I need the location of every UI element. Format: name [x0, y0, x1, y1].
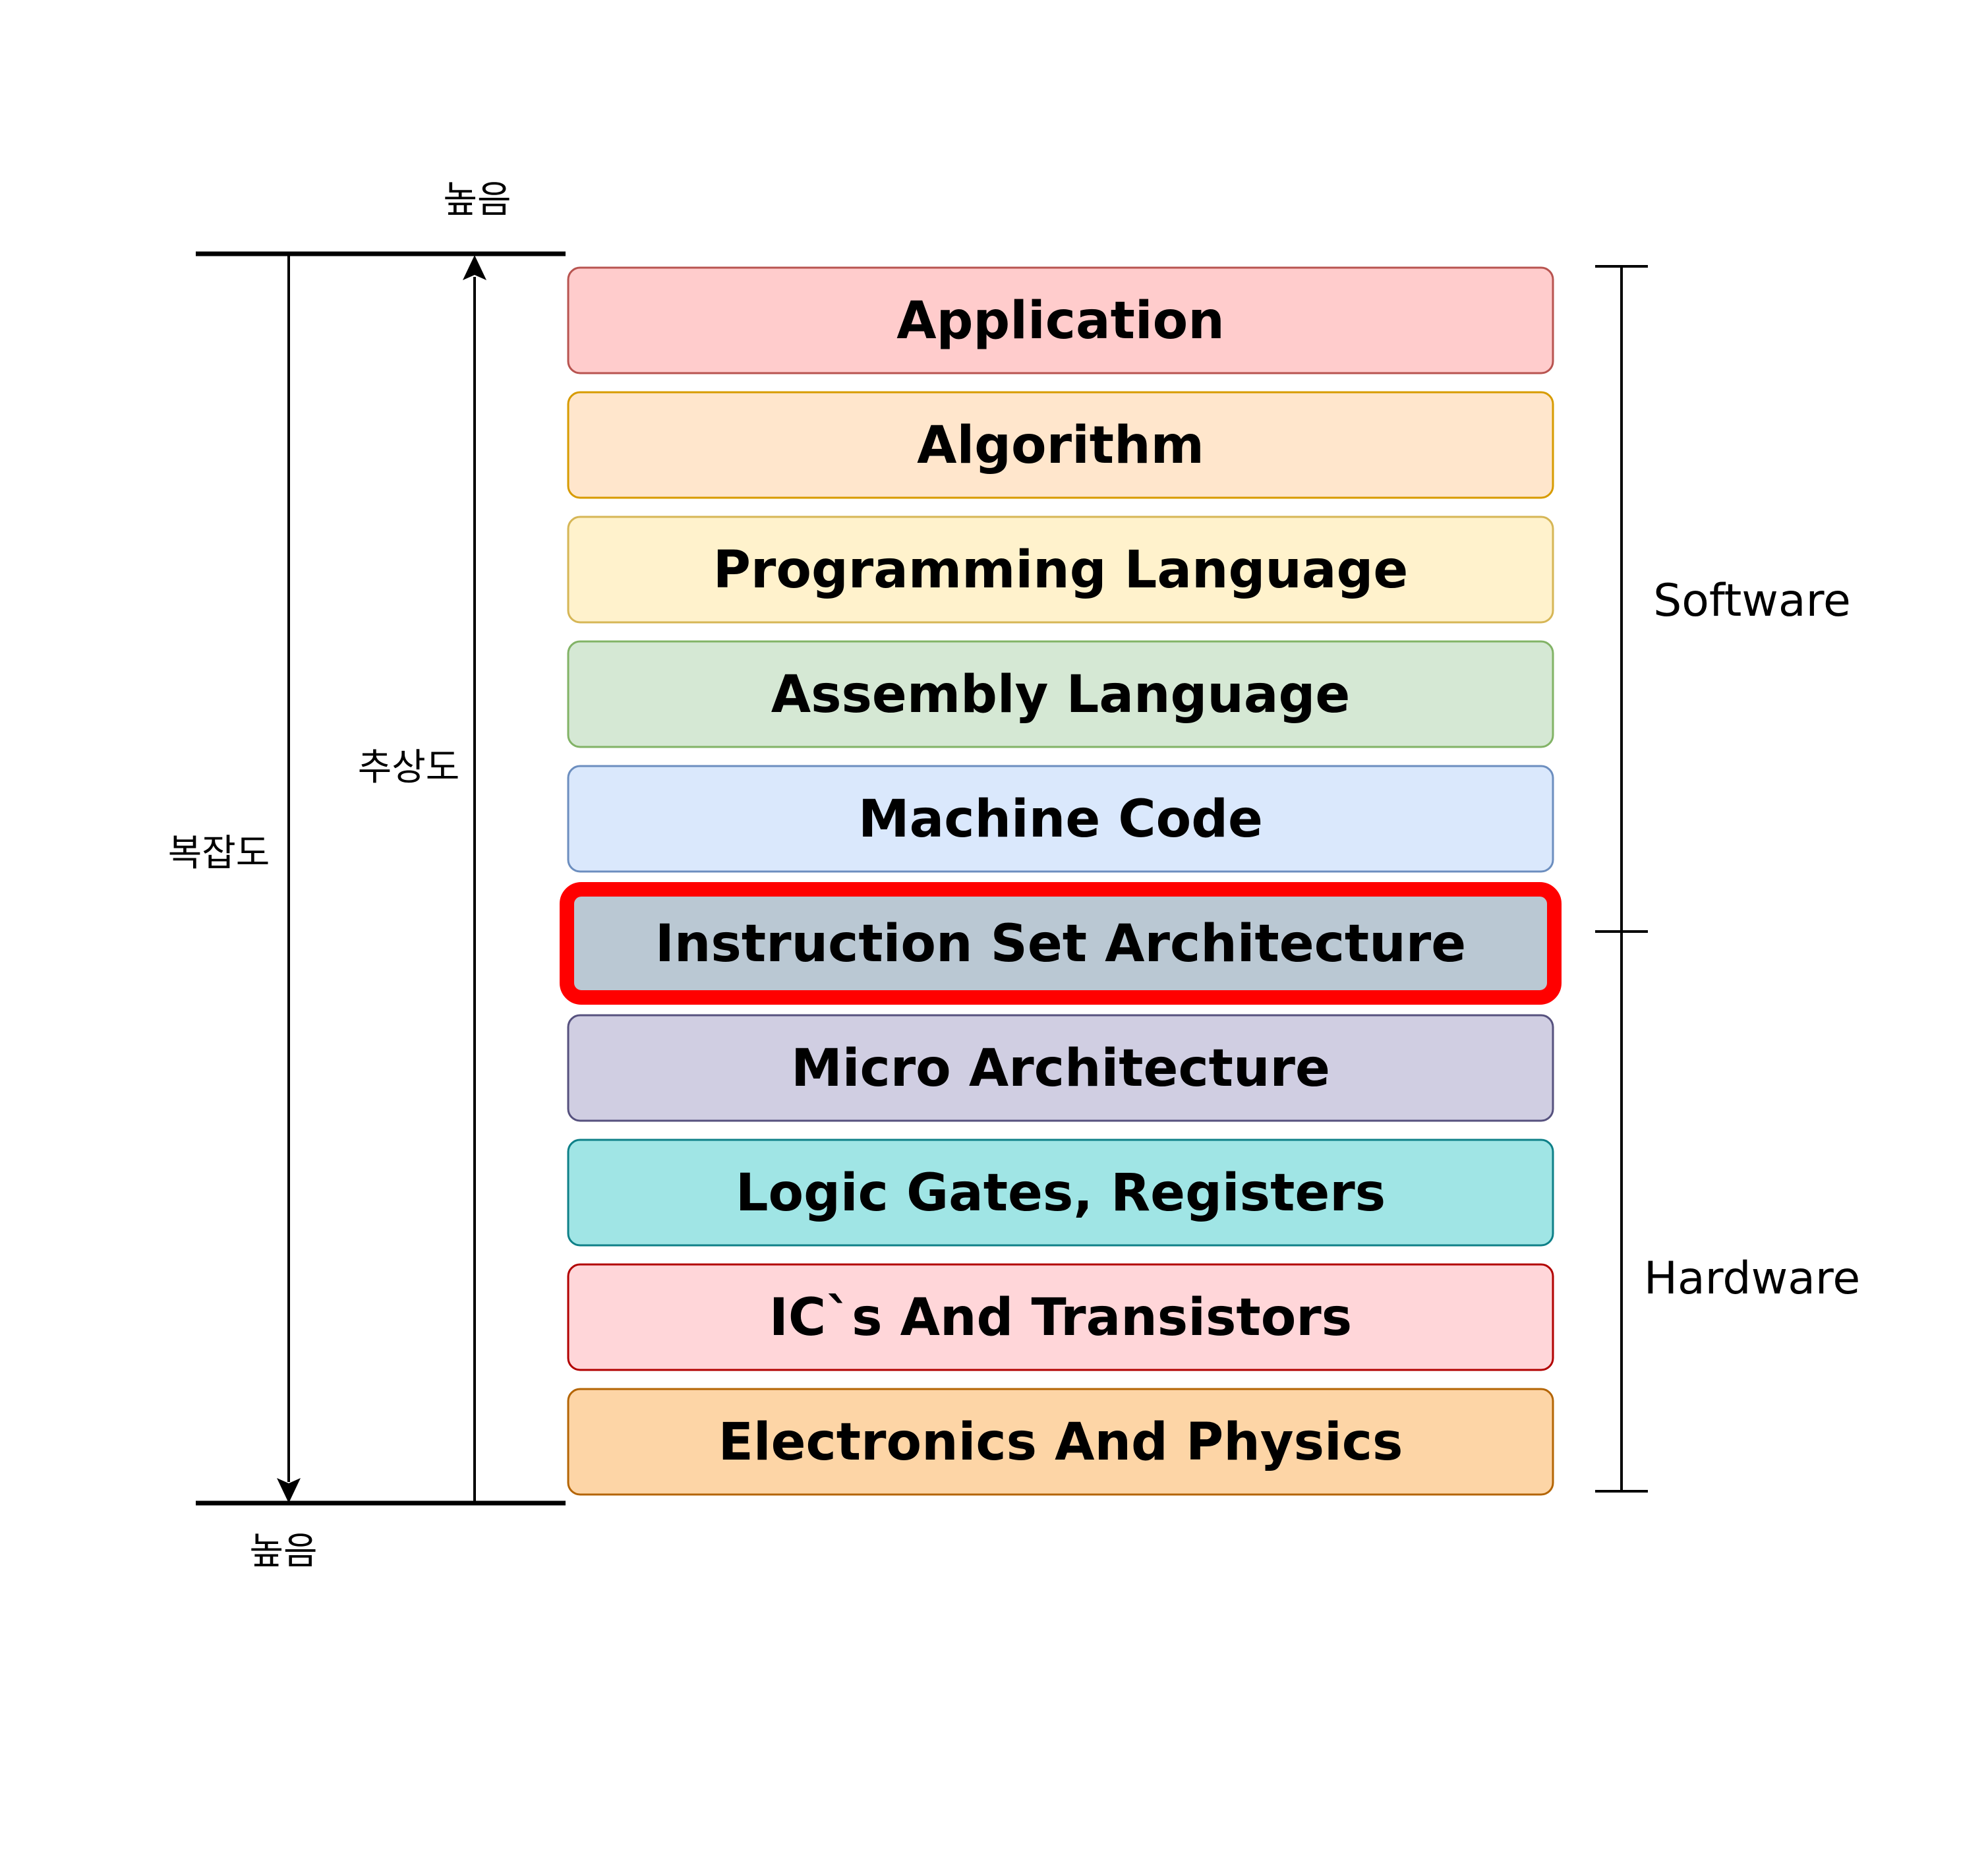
layer-label: Application: [896, 291, 1225, 351]
software-bracket: [1595, 265, 1648, 933]
layer-box: [567, 391, 1554, 499]
layer-label: Logic Gates, Registers: [736, 1164, 1386, 1223]
layer-box: [567, 765, 1554, 873]
layer-electronics-and-physics: Electronics And Physics: [567, 1388, 1554, 1496]
layer-label: Micro Architecture: [791, 1039, 1330, 1098]
layer-micro-architecture: Micro Architecture: [567, 1014, 1554, 1122]
layer-label: Machine Code: [858, 790, 1263, 849]
software-label: Software: [1653, 575, 1851, 627]
complexity-label: 복잡도: [168, 832, 270, 875]
top-high-label: 높음: [443, 179, 511, 222]
layer-instruction-set-architecture: Instruction Set Architecture: [560, 882, 1562, 1005]
layer-application: Application: [567, 266, 1554, 374]
layer-label: IC`s And Transistors: [769, 1288, 1352, 1348]
layer-ic-s-and-transistors: IC`s And Transistors: [567, 1263, 1554, 1371]
hardware-label: Hardware: [1644, 1253, 1860, 1305]
abstraction-label: 추상도: [358, 746, 460, 789]
layer-box: [567, 266, 1554, 374]
bottom-high-label: 높음: [249, 1530, 317, 1573]
layer-label: Programming Language: [713, 541, 1409, 600]
layer-logic-gates-registers: Logic Gates, Registers: [567, 1139, 1554, 1247]
complexity-arrowhead: [277, 1478, 301, 1503]
layer-programming-language: Programming Language: [567, 516, 1554, 624]
layer-box: [567, 516, 1554, 624]
layer-box: [560, 882, 1562, 1005]
layer-assembly-language: Assembly Language: [567, 640, 1554, 748]
layer-box: [567, 1388, 1554, 1496]
layer-box: [567, 1014, 1554, 1122]
layer-machine-code: Machine Code: [567, 765, 1554, 873]
layer-label: Electronics And Physics: [718, 1413, 1403, 1472]
layer-label: Algorithm: [917, 416, 1204, 475]
layer-box: [567, 1139, 1554, 1247]
layer-box: [567, 1263, 1554, 1371]
layer-label: Assembly Language: [771, 665, 1351, 725]
layer-label: Instruction Set Architecture: [655, 914, 1466, 974]
layer-algorithm: Algorithm: [567, 391, 1554, 499]
hardware-bracket: [1595, 932, 1648, 1493]
layer-box: [567, 640, 1554, 748]
abstraction-arrowhead: [463, 255, 486, 280]
